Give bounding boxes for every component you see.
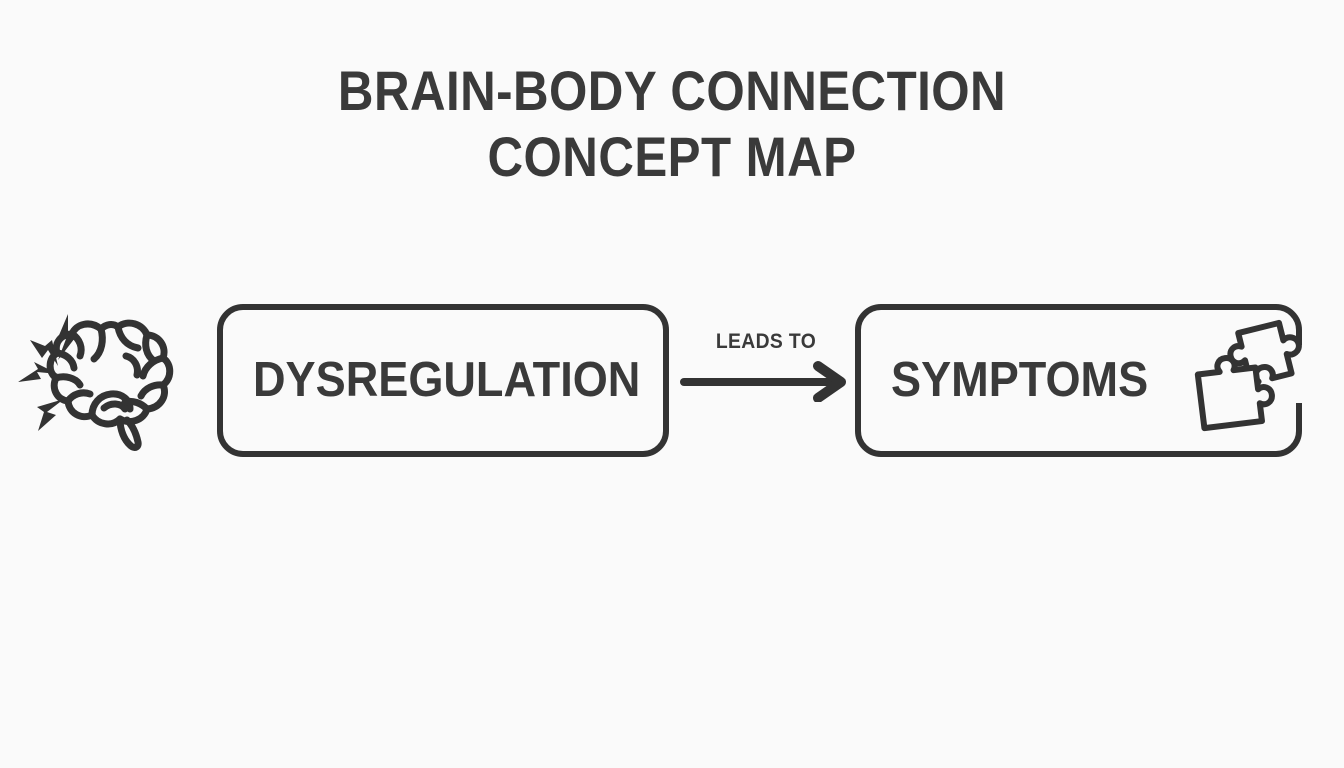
concept-node-symptoms-label: SYMPTOMS: [891, 353, 1149, 407]
concept-node-symptoms[interactable]: SYMPTOMS: [855, 304, 1302, 457]
page-title-line-2: CONCEPT MAP: [487, 125, 857, 188]
border-gap-lower: [1288, 385, 1310, 403]
page-title: BRAIN-BODY CONNECTION CONCEPT MAP: [0, 58, 1344, 190]
puzzle-pieces-icon: [1192, 308, 1324, 438]
concept-node-dysregulation[interactable]: DYSREGULATION: [217, 304, 669, 457]
puzzle-piece-lower: [1194, 355, 1275, 432]
edge-dysregulation-to-symptoms: [676, 326, 856, 403]
page-title-line-1: BRAIN-BODY CONNECTION: [337, 59, 1007, 122]
edge-label-leads-to: LEADS TO: [715, 330, 817, 353]
brain-with-lightning-icon: [8, 296, 198, 456]
concept-node-dysregulation-label: DYSREGULATION: [253, 353, 641, 407]
arrow-right-icon: [680, 361, 846, 403]
